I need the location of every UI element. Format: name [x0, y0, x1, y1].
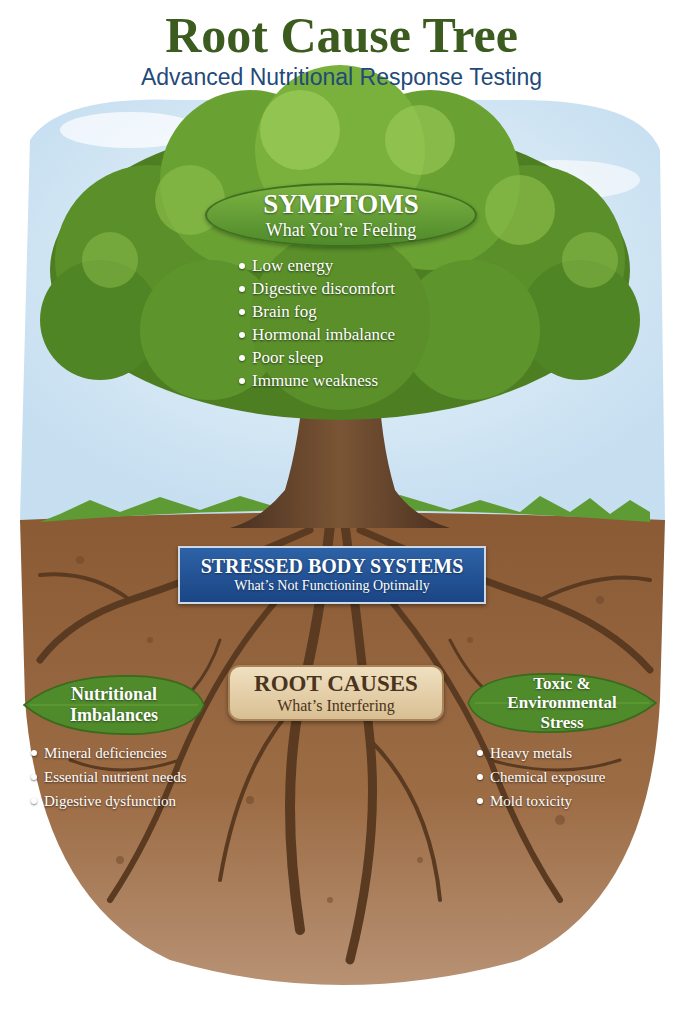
- node-heading: ROOT CAUSES: [244, 671, 428, 697]
- bullet-text: Mineral deficiencies: [44, 744, 244, 762]
- bullet-text: Brain fog: [252, 302, 492, 322]
- bullet-dot: [239, 355, 245, 361]
- bullet-dot: [239, 263, 245, 269]
- bullet-text: Heavy metals: [490, 744, 660, 762]
- node-heading: SYMPTOMS: [253, 189, 429, 220]
- bullet-text: Mold toxicity: [490, 792, 660, 810]
- bullet-dot: [477, 750, 483, 756]
- bullet-text: Low energy: [252, 256, 492, 276]
- bullet-dot: [239, 332, 245, 338]
- bullet-dot: [477, 774, 483, 780]
- root-causes-sign: ROOT CAUSESWhat’s Interfering: [228, 665, 444, 721]
- subtitle: Advanced Nutritional Response Testing: [0, 64, 683, 92]
- node-subtitle: What You’re Feeling: [256, 220, 426, 241]
- toxic-leaf: Toxic & Environmental Stress: [466, 670, 658, 736]
- bullet-text: Digestive discomfort: [252, 279, 492, 299]
- body-systems-box: STRESSED BODY SYSTEMSWhat’s Not Function…: [178, 546, 486, 604]
- bullet-text: Hormonal imbalance: [252, 325, 492, 345]
- bullet-text: Chemical exposure: [490, 768, 660, 786]
- title: Root Cause Tree: [0, 6, 683, 64]
- nutrition-leaf: Nutritional Imbalances: [22, 672, 206, 738]
- bullet-dot: [239, 309, 245, 315]
- bullet-text: Immune weakness: [252, 371, 492, 391]
- bullet-text: Essential nutrient needs: [44, 768, 244, 786]
- symptoms-oval: SYMPTOMSWhat You’re Feeling: [205, 183, 477, 247]
- bullet-dot: [477, 798, 483, 804]
- bullet-dot: [31, 798, 37, 804]
- node-subtitle: What’s Not Functioning Optimally: [224, 578, 440, 594]
- bullet-dot: [239, 286, 245, 292]
- node-subtitle: What’s Interfering: [267, 697, 405, 715]
- bullet-text: Digestive dysfunction: [44, 792, 244, 810]
- bullet-dot: [31, 750, 37, 756]
- node-heading: STRESSED BODY SYSTEMS: [191, 555, 474, 578]
- node-heading: Toxic & Environmental Stress: [466, 674, 658, 733]
- node-heading: Nutritional Imbalances: [22, 684, 206, 725]
- bullet-text: Poor sleep: [252, 348, 492, 368]
- bullet-dot: [31, 774, 37, 780]
- bullet-dot: [239, 378, 245, 384]
